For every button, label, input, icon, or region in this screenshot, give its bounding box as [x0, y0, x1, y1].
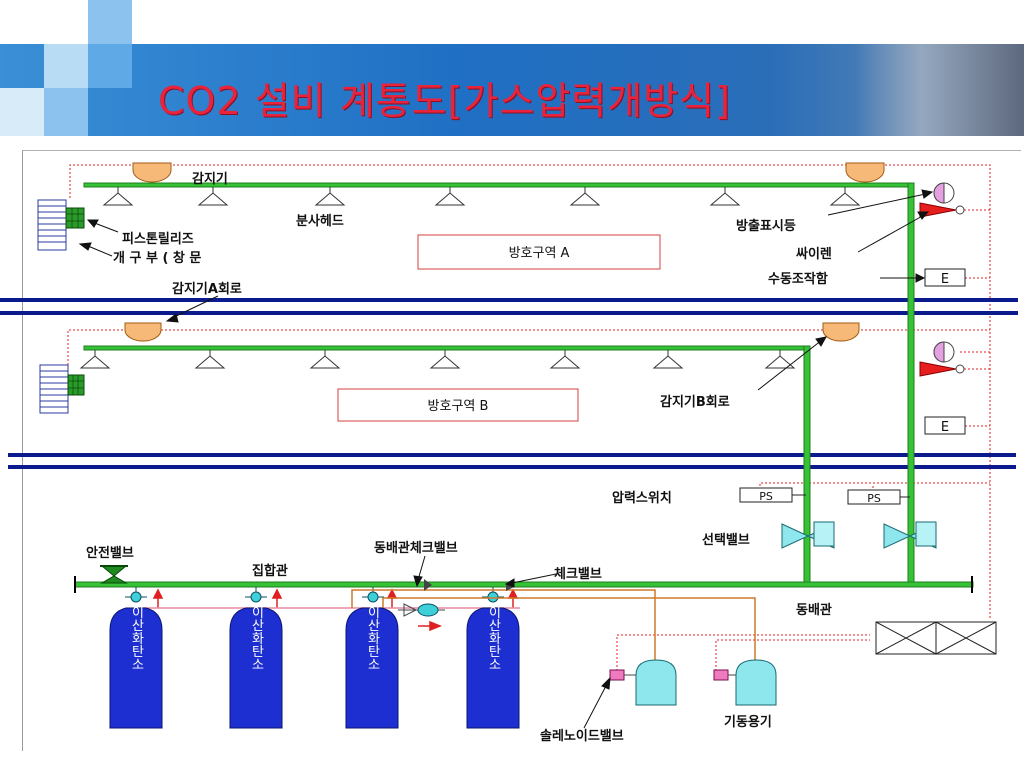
conduit-check-valve-label: 동배관체크밸브 [374, 540, 458, 556]
deco-square [88, 0, 132, 44]
piston-release-label: 피스톤릴리즈 [122, 231, 194, 247]
co2-cylinders [109, 607, 520, 729]
leader-arrows [78, 189, 934, 729]
detector-label: 감지기 [192, 172, 228, 187]
spray-head-label: 분사헤드 [296, 213, 344, 229]
slide-header: CO2 설비 계통도[가스압력개방식] [0, 0, 1024, 140]
siren-label: 싸이렌 [796, 246, 832, 262]
co2-cylinder [229, 607, 283, 729]
zone-separators [0, 298, 1018, 469]
diagram-labels: 감지기 분사헤드 피스톤릴리즈 개 구 부 ( 창 문 방출표시등 싸이렌 수동… [86, 172, 832, 744]
spray-head [829, 187, 861, 206]
zone-a-box [417, 234, 661, 270]
piston-release-icon [37, 199, 85, 251]
manifold-label: 집합관 [252, 563, 288, 579]
spray-head [549, 350, 581, 369]
spray-head [429, 350, 461, 369]
discharge-lamp-label: 방출표시등 [736, 218, 796, 234]
zone-labels: 방호구역 A 방호구역 B [428, 246, 570, 414]
zone-b-box [337, 388, 579, 422]
conduit-label: 동배관 [796, 602, 832, 618]
co2-cylinder [345, 607, 399, 729]
detector-icon [132, 162, 172, 183]
starter-vessel-icon [735, 659, 777, 706]
zone-a-label: 방호구역 A [509, 246, 570, 261]
cylinder-valve-icon [362, 587, 384, 603]
cylinder-labels: 이산화탄소 이산화탄소 이산화탄소 이산화탄소 [129, 606, 501, 671]
discharge-lamp-icon [933, 341, 955, 363]
spray-head [764, 350, 796, 369]
pressure-switch-label: 압력스위치 [612, 490, 672, 506]
cylinder-label: 이산화탄소 [365, 606, 380, 671]
safety-valve-icon [100, 565, 128, 584]
starter-vessel-icon [635, 659, 677, 706]
manual-box-mark: E [941, 272, 949, 287]
copper-conduit [351, 589, 756, 660]
spray-heads-b [79, 350, 796, 369]
deco-square [0, 88, 44, 136]
check-valve-icon [424, 579, 432, 591]
manual-box-icon: E [924, 268, 966, 287]
siren-icon [919, 202, 965, 218]
ps-label: PS [759, 490, 773, 503]
manual-box-mark: E [941, 420, 949, 435]
detector-icon [822, 322, 860, 342]
control-panel-icon [875, 621, 997, 655]
page-title: CO2 설비 계통도[가스압력개방식] [158, 79, 731, 123]
pressure-switch-icon: PS [739, 487, 806, 503]
spray-head [434, 187, 466, 206]
ps-label: PS [867, 492, 881, 505]
cylinder-valves [125, 587, 504, 603]
manual-box-icon: E [924, 416, 966, 435]
header-photo [854, 44, 1024, 136]
starter-vessel-label: 기동용기 [724, 714, 772, 730]
detector-icon [845, 162, 885, 183]
selector-valve-icon [883, 521, 937, 549]
detector-a-circuit-label: 감지기A회로 [172, 281, 242, 297]
deco-square [44, 44, 88, 88]
solenoid-valve-icon [713, 669, 729, 681]
spray-head [569, 187, 601, 206]
detectors [124, 162, 885, 342]
spray-head [309, 350, 341, 369]
piston-release-icon [39, 364, 85, 414]
spray-head [194, 350, 226, 369]
co2-cylinder [109, 607, 163, 729]
selector-valve-label: 선택밸브 [702, 532, 750, 548]
opening-label: 개 구 부 ( 창 문 [113, 250, 201, 266]
manual-box-label: 수동조작함 [768, 271, 828, 287]
cylinder-label: 이산화탄소 [129, 606, 144, 671]
detector-b-circuit-label: 감지기B회로 [660, 394, 730, 410]
conduit-check-valve-icon [398, 603, 445, 617]
cylinder-label: 이산화탄소 [249, 606, 264, 671]
check-valve-label: 체크밸브 [554, 567, 602, 582]
cylinder-valve-icon [245, 587, 267, 603]
solenoid-valve-icon [609, 669, 625, 681]
safety-valve-label: 안전밸브 [86, 545, 134, 561]
spray-head [197, 187, 229, 206]
spray-heads-a [102, 187, 861, 206]
flow-arrows [152, 588, 519, 632]
discharge-lamp-icon [933, 182, 955, 204]
deco-square [88, 44, 132, 88]
solenoid-valve-label: 솔레노이드밸브 [540, 728, 624, 744]
spray-head [652, 350, 684, 369]
header-band [0, 44, 1024, 136]
cylinder-valve-icon [482, 587, 504, 603]
cylinder-valve-icon [125, 587, 147, 603]
co2-cylinder [466, 607, 520, 729]
spray-head [709, 187, 741, 206]
detector-icon [124, 322, 162, 342]
selector-valve-icon [781, 521, 835, 549]
spray-head [79, 350, 111, 369]
pressure-switch-icon: PS [847, 489, 910, 505]
siren-icon [919, 361, 965, 377]
spray-head [314, 187, 346, 206]
cylinder-label: 이산화탄소 [486, 606, 501, 671]
spray-head [102, 187, 134, 206]
zone-b-label: 방호구역 B [428, 399, 489, 414]
deco-square [44, 88, 88, 136]
